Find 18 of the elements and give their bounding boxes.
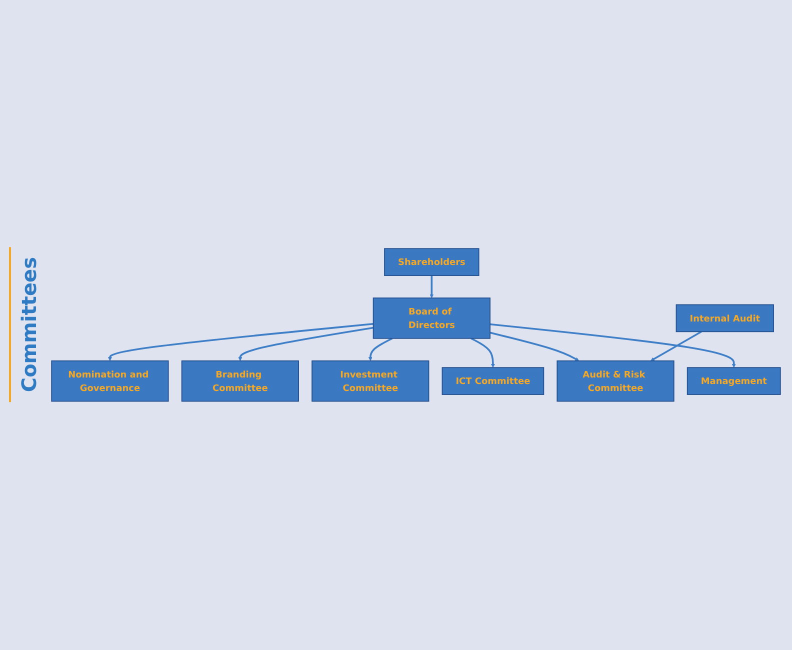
node-box: Audit & Risk Committee <box>556 360 674 402</box>
arrow <box>490 332 580 362</box>
node-box: Shareholders <box>384 248 480 276</box>
node-box: Branding Committee <box>181 360 299 402</box>
node-box: Board of Directors <box>372 298 490 339</box>
arrow <box>650 330 702 362</box>
arrow <box>368 338 393 362</box>
node-box: ICT Committee <box>442 367 544 396</box>
node-box: Nomination and Governance <box>51 360 169 402</box>
arrow <box>490 323 736 368</box>
arrow <box>470 338 495 368</box>
arrow <box>238 326 374 362</box>
node-box: Management <box>686 367 781 396</box>
arrow <box>108 323 374 362</box>
node-box: Internal Audit <box>676 304 774 332</box>
group-label: Committees <box>9 247 47 403</box>
node-box: Investment Committee <box>312 360 430 402</box>
arrow <box>430 276 434 298</box>
